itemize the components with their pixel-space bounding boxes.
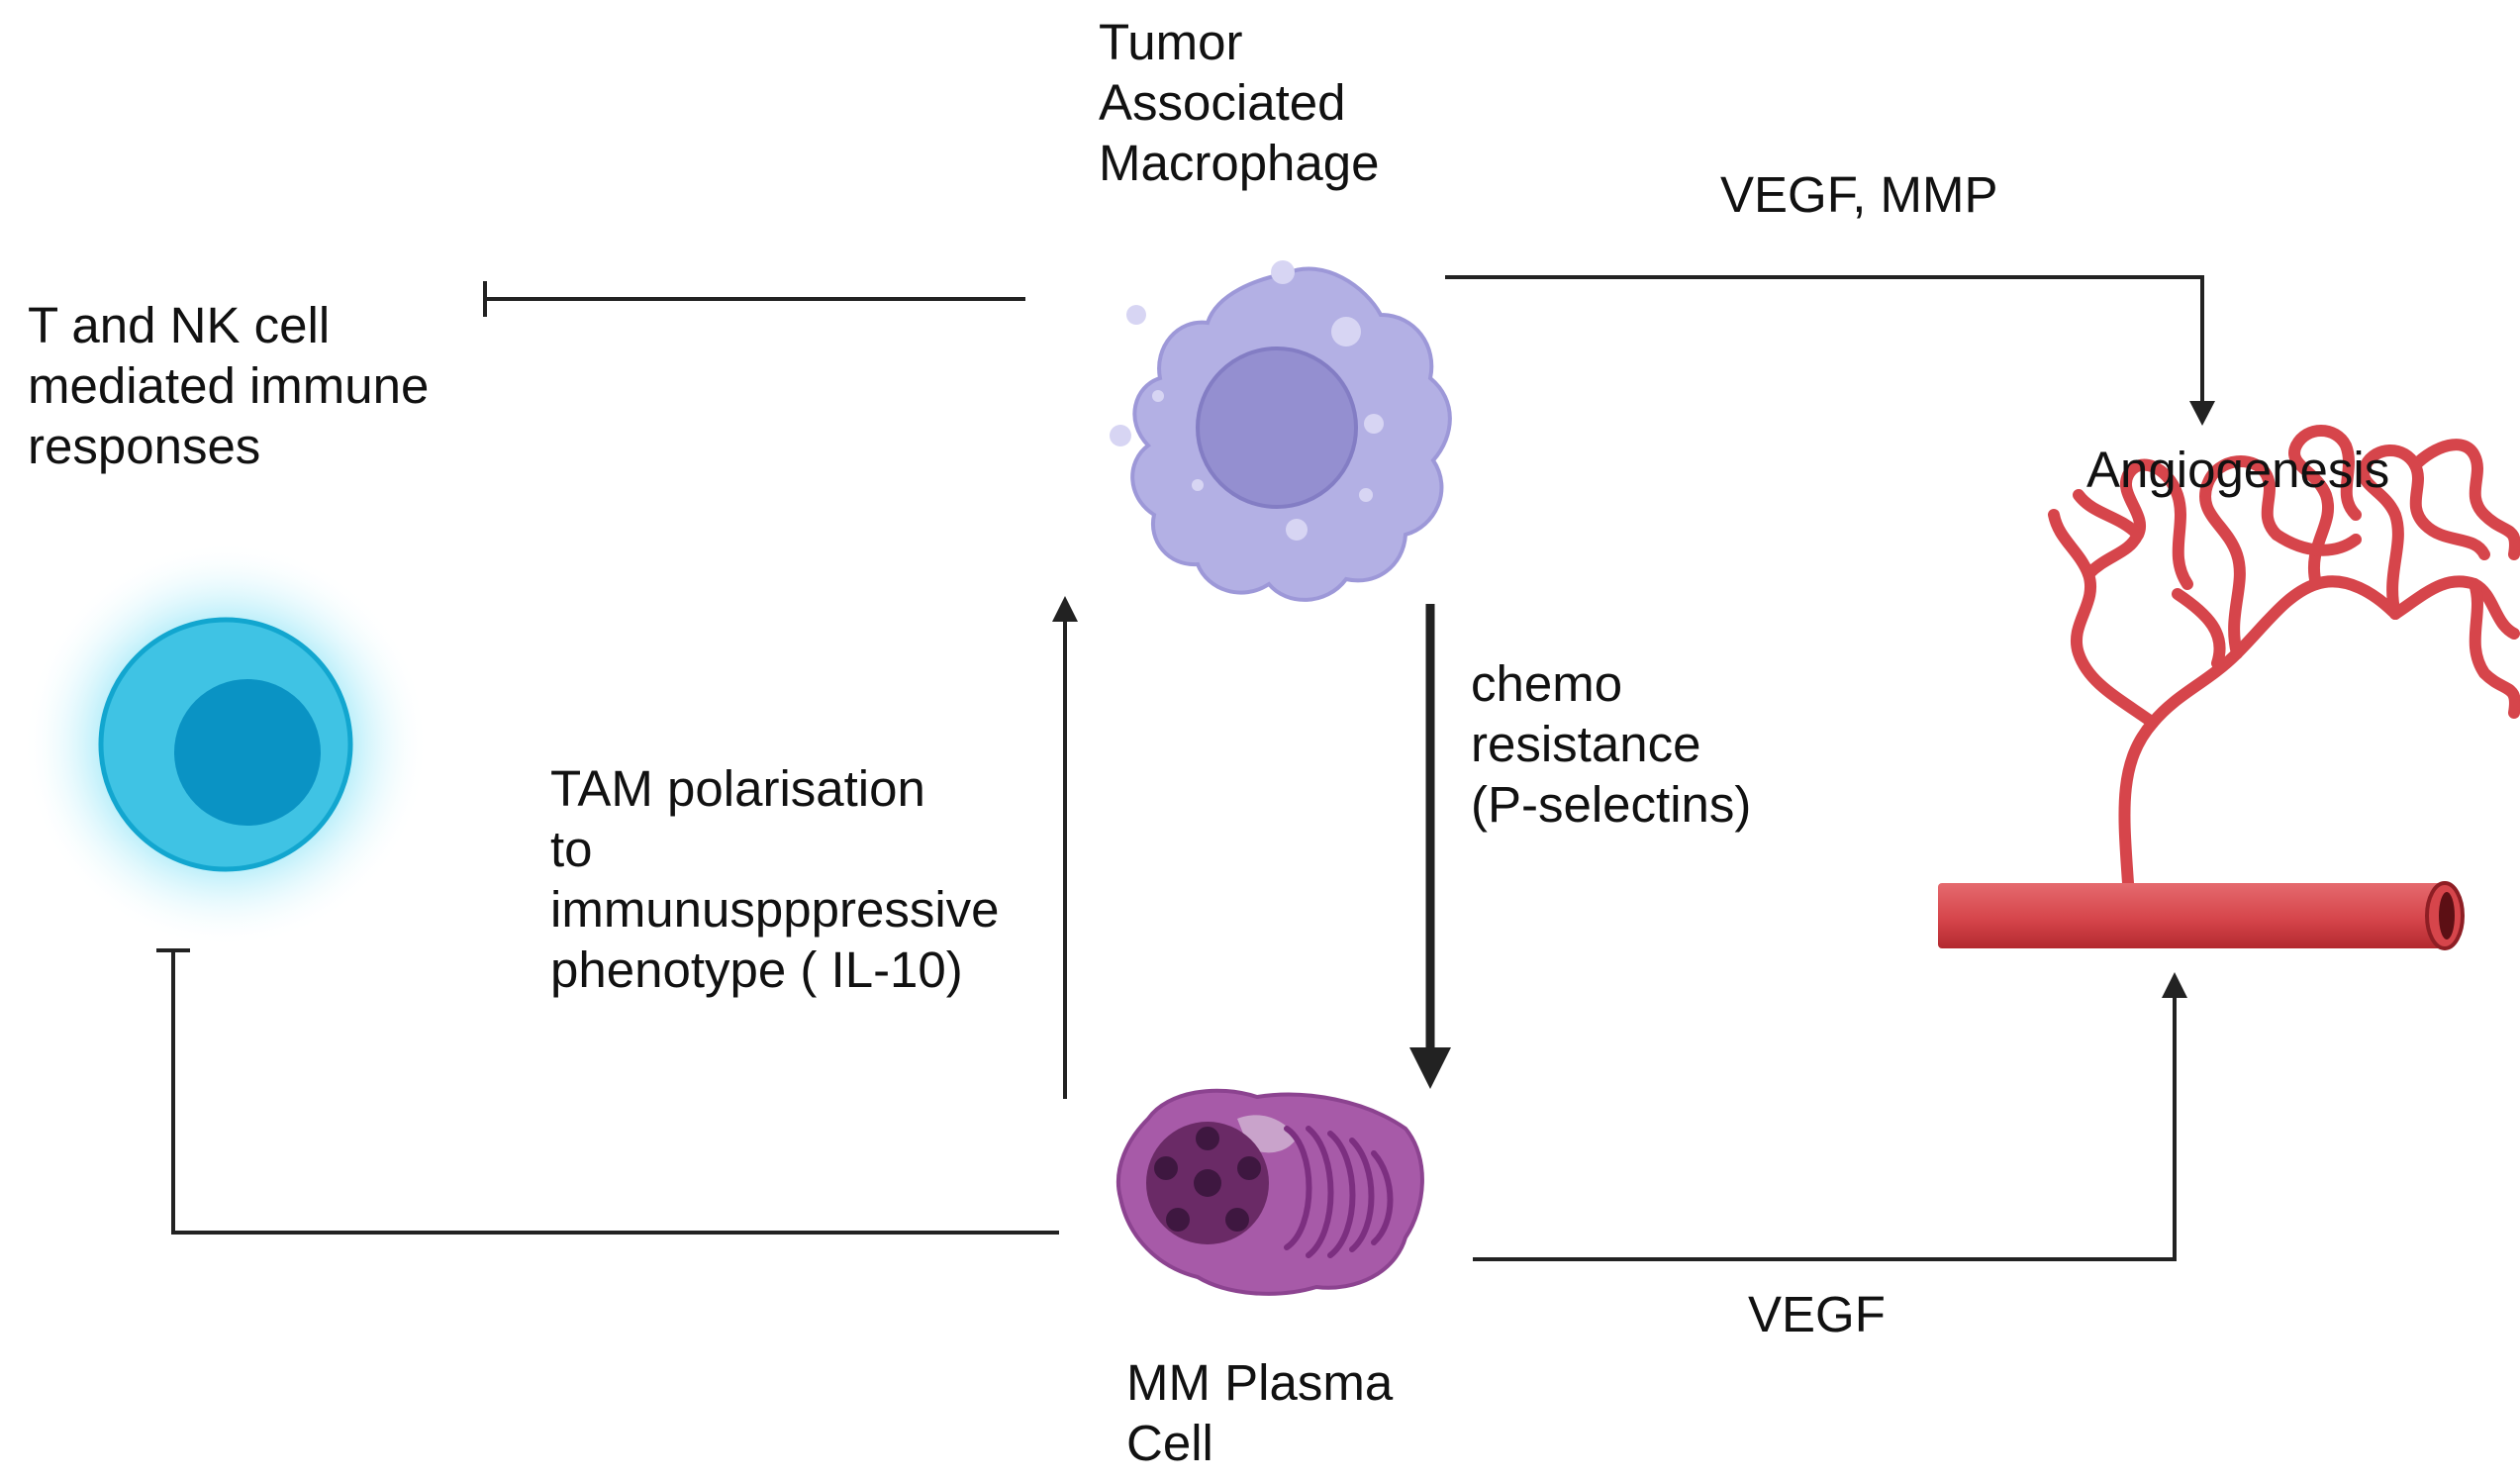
tam-label: Tumor Associated Macrophage [1099,14,1380,191]
edge-tam-inhibits-t-nk [483,281,1025,317]
blood-vessel-icon [1938,425,2520,950]
plasma-cell-label: MM Plasma Cell [1126,1354,1394,1471]
edge-tam-to-plasma [1409,604,1451,1089]
angiogenesis-label: Angiogenesis [2086,442,2390,498]
edge-plasma-to-angiogenesis [1473,972,2187,1261]
edge-label-tam-polarisation: TAM polarisation to immunuspppressive ph… [550,760,1000,998]
edge-label-chemo-resistance: chemo resistance (P-selectins) [1471,655,1752,833]
macrophage-icon [1110,260,1452,602]
edge-tam-to-angiogenesis [1445,275,2215,426]
t-nk-cell-icon [23,542,429,947]
edge-label-vegf: VEGF [1748,1286,1886,1342]
edge-plasma-inhibits-t-nk [156,948,1059,1235]
edge-label-vegf-mmp: VEGF, MMP [1720,166,1998,223]
plasma-cell-icon [1115,1088,1424,1296]
edge-plasma-to-tam [1052,596,1078,1099]
t-nk-label: T and NK cell mediated immune responses [28,297,430,474]
